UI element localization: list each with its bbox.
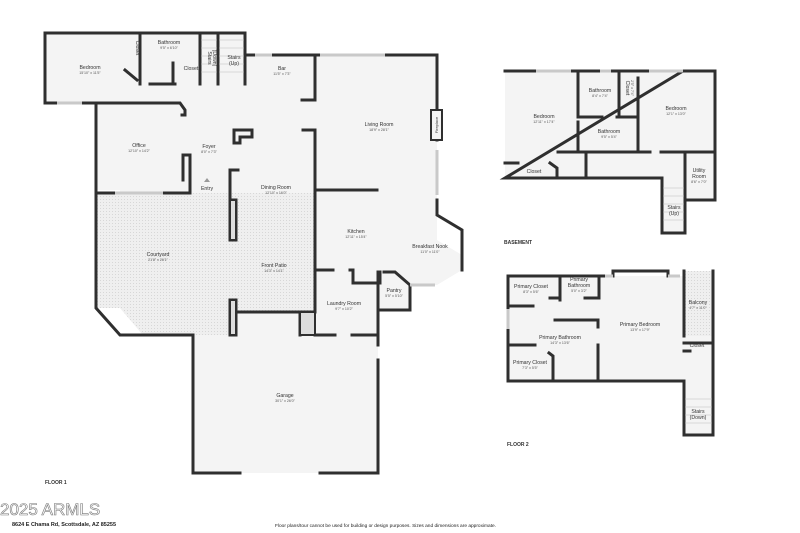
room-bathroom: Bathroom [589, 88, 612, 94]
room-dim: 2'5" x 7'4" [630, 80, 634, 96]
room-bar: Bar [278, 66, 286, 72]
room-dim: 8'6" x 7'0" [691, 180, 707, 184]
room-utility-sub: Room [692, 174, 706, 180]
room-dim: 12'11" x 17'4" [533, 120, 555, 124]
stairs-up[interactable]: Stairs [227, 55, 241, 61]
room-bedroom: Bedroom [79, 65, 100, 71]
room-bathroom: Bathroom [158, 40, 181, 46]
room-dim: 12'10" x 14'2" [128, 149, 150, 153]
basement-plan: Bedroom 12'11" x 17'4" Bathroom 8'4" x 7… [499, 69, 717, 246]
room-living: Living Room [365, 122, 394, 128]
room-balcony: Balcony [689, 300, 708, 306]
room-courtyard: Courtyard [147, 252, 170, 258]
room-entry: Entry [201, 186, 214, 192]
stairs-sub: (Down) [690, 415, 707, 421]
room-dim: 7'3" x 5'5" [522, 366, 538, 370]
stairs-graphics [201, 39, 244, 73]
floor-2-label: FLOOR 2 [507, 442, 529, 448]
stairs-sub: (Up) [669, 211, 679, 217]
room-laundry: Laundry Room [327, 301, 361, 307]
room-dim: 8'3" x 5'6" [523, 290, 539, 294]
room-kitchen: Kitchen [347, 229, 364, 235]
room-dim: 9'5" x 6'10" [160, 46, 178, 50]
room-closet: Closet [624, 81, 630, 96]
room-dim: 18'9" x 28'1" [369, 128, 389, 132]
stairs-down[interactable]: Stairs [691, 409, 705, 415]
stairs-up[interactable]: Stairs [667, 205, 681, 211]
fireplace-label: Fireplace [434, 116, 439, 133]
address: 8624 E Chama Rd, Scottsdale, AZ 85255 [12, 522, 116, 528]
room-dim: 14'3" x 14'1" [264, 269, 284, 273]
room-garage: Garage [276, 393, 293, 399]
room-closet: Closet [527, 169, 542, 175]
room-dim: 9'7" x 10'2" [335, 307, 353, 311]
stairs-down[interactable]: Stairs [206, 51, 212, 65]
room-closet: Closet [184, 66, 199, 72]
room-closet: Closet [690, 343, 705, 349]
room-dim: 5'0" x 3'2" [571, 289, 587, 293]
room-dim: 8'4" x 7'4" [592, 94, 608, 98]
room-office: Office [132, 143, 146, 149]
room-dim: 14'3" x 13'6" [550, 341, 570, 345]
floor-1-walls [43, 31, 464, 475]
room-dim: 12'1" x 13'0" [666, 112, 686, 116]
room-dim: 30'1" x 26'0" [275, 399, 295, 403]
room-dim: 5'5" x 5'10" [385, 294, 403, 298]
room-primary-closet: Primary Closet [513, 360, 548, 366]
room-bedroom: Bedroom [665, 106, 686, 112]
floor-1-plan: Bedroom 15'10" x 11'5" Closet Bathroom 9… [43, 31, 464, 486]
room-sub: Bathroom [568, 283, 591, 289]
room-dim: 8'0" x 7'3" [201, 150, 217, 154]
stairs-down-sub: (Down) [211, 50, 217, 67]
armls-logo: 2025 ARMLS [0, 500, 100, 519]
fireplace-icon [430, 109, 443, 141]
room-primary-bathroom-small: Primary [570, 277, 588, 283]
room-foyer: Foyer [202, 144, 216, 150]
floor-1-label: FLOOR 1 [45, 480, 67, 486]
room-dim: 4'7" x 11'0" [689, 306, 707, 310]
room-front-patio: Front Patio [261, 263, 286, 269]
room-dim: 15'10" x 11'5" [79, 71, 101, 75]
room-dim: 12'10" x 16'0" [265, 191, 287, 195]
room-closet: Closet [134, 41, 140, 56]
disclaimer: Floor plans/tour cannot be used for buil… [275, 523, 496, 529]
room-primary-bathroom: Primary Bathroom [539, 335, 581, 341]
room-breakfast-nook: Breakfast Nook [412, 244, 448, 250]
room-dim: 21'8" x 26'1" [148, 258, 168, 262]
room-dim: 12'11" x 15'4" [345, 235, 367, 239]
room-bedroom: Bedroom [533, 114, 554, 120]
basement-label: BASEMENT [504, 240, 532, 246]
entry-arrow-icon [204, 178, 210, 182]
stairs-up-sub: (Up) [229, 61, 239, 67]
floor-2-plan: Primary Closet 8'3" x 5'6" Primary Bathr… [506, 269, 715, 448]
room-bathroom: Bathroom [598, 129, 621, 135]
room-primary-closet: Primary Closet [514, 284, 549, 290]
room-utility: Utility [693, 168, 706, 174]
room-dim: 11'5" x 7'3" [273, 72, 291, 76]
room-pantry: Pantry [387, 288, 402, 294]
room-primary-bedroom: Primary Bedroom [620, 322, 660, 328]
room-dim: 11'0" x 11'0" [420, 250, 440, 254]
room-dim: 13'9" x 17'9" [630, 328, 650, 332]
room-dining: Dining Room [261, 185, 291, 191]
room-dim: 9'5" x 5'4" [601, 135, 617, 139]
